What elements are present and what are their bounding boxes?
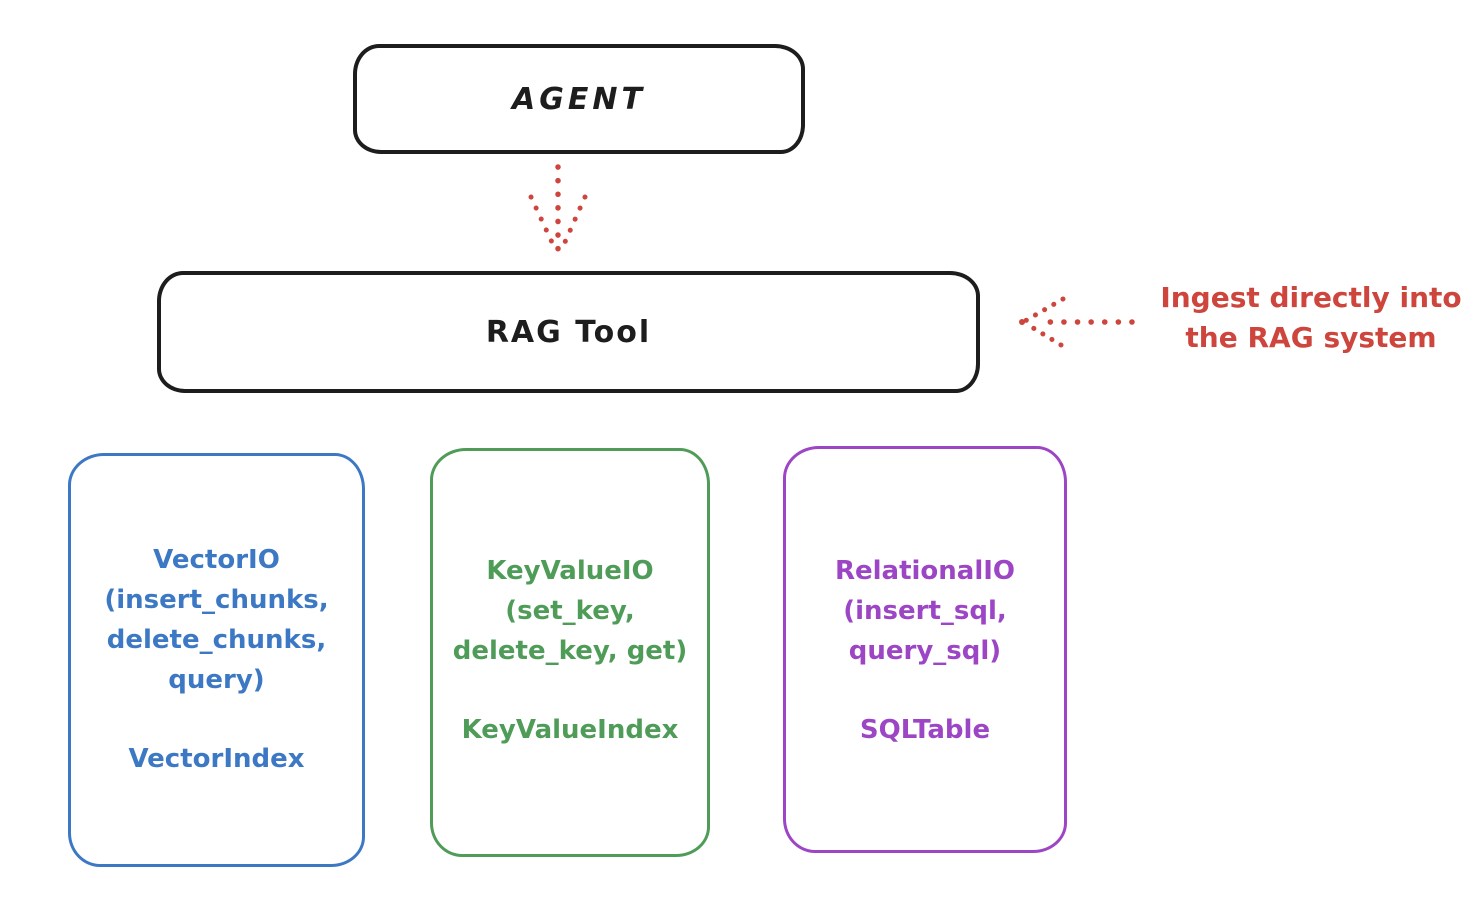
ingest-annotation-line: Ingest directly into xyxy=(1160,281,1462,314)
vector-io-node: VectorIO (insert_chunks, delete_chunks, … xyxy=(68,453,365,867)
agent-label: AGENT xyxy=(512,81,646,117)
vector-io-line: query) xyxy=(168,665,265,695)
key-value-io-node: KeyValueIO (set_key, delete_key, get) Ke… xyxy=(430,448,710,857)
down-arrow-icon xyxy=(528,164,588,255)
key-value-index-label: KeyValueIndex xyxy=(461,715,679,745)
sql-table-label: SQLTable xyxy=(859,715,991,745)
vector-io-line: (insert_chunks, xyxy=(104,585,329,615)
left-arrow-icon xyxy=(1019,296,1135,348)
rag-tool-label: RAG Tool xyxy=(485,314,652,350)
relational-io-line: (insert_sql, xyxy=(843,596,1007,626)
ingest-annotation: Ingest directly into the RAG system xyxy=(1138,278,1484,358)
rag-tool-node: RAG Tool xyxy=(157,271,980,393)
vector-io-line: delete_chunks, xyxy=(106,625,327,655)
vector-io-line: VectorIO xyxy=(153,545,280,575)
key-value-io-line: (set_key, xyxy=(505,596,635,626)
key-value-io-line: delete_key, get) xyxy=(452,636,688,666)
relational-io-line: query_sql) xyxy=(848,636,1002,666)
key-value-io-line: KeyValueIO xyxy=(486,556,654,586)
agent-node: AGENT xyxy=(353,44,805,154)
relational-io-line: RelationalIO xyxy=(834,556,1016,586)
ingest-annotation-line: the RAG system xyxy=(1185,321,1437,354)
vector-index-label: VectorIndex xyxy=(128,744,305,774)
relational-io-node: RelationalIO (insert_sql, query_sql) SQL… xyxy=(783,446,1067,853)
